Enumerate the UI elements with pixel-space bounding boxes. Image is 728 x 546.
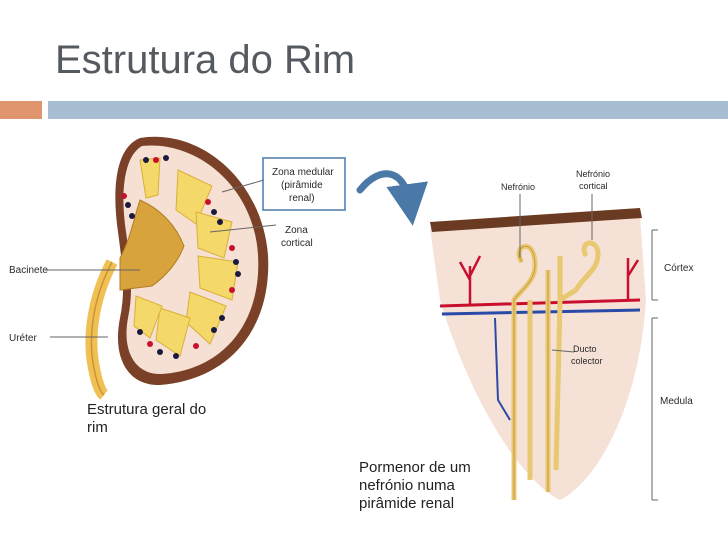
kidney-caption-line2: rim [87, 419, 108, 436]
accent-bar-orange [0, 101, 42, 119]
label-zona-medular-3: renal) [289, 193, 315, 204]
label-nefronio-cortical-1: Nefrónio [576, 169, 610, 179]
label-bacinete: Bacinete [9, 265, 48, 276]
label-ducto-colector-1: Ducto [573, 344, 597, 354]
label-ureter: Uréter [9, 333, 37, 344]
label-ducto-colector-2: colector [571, 356, 603, 366]
label-zona-medular-2: (pirâmide [281, 180, 323, 191]
curved-arrow-icon [356, 170, 428, 226]
medulla-label-box [262, 157, 346, 211]
slide-title: Estrutura do Rim [55, 38, 356, 82]
accent-bar-blue [48, 101, 728, 119]
kidney-illustration [85, 136, 269, 400]
label-nefronio-cortical-2: cortical [579, 181, 608, 191]
kidney-caption: Estrutura geral do rim [87, 401, 206, 437]
label-zona-cortical-2: cortical [281, 238, 313, 249]
kidney-leader-lines [45, 179, 277, 338]
nephron-pyramid-illustration [430, 194, 658, 501]
label-cortex: Córtex [664, 263, 693, 274]
label-zona-medular-1: Zona medular [272, 167, 334, 178]
nephron-caption: Pormenor de um nefrónio numa pirâmide re… [359, 459, 471, 513]
label-medula: Medula [660, 396, 693, 407]
nephron-caption-line1: Pormenor de um [359, 459, 471, 476]
kidney-caption-line1: Estrutura geral do [87, 401, 207, 418]
label-nefronio: Nefrónio [501, 182, 535, 192]
label-zona-cortical-1: Zona [285, 225, 308, 236]
nephron-caption-line3: pirâmide renal [359, 495, 455, 512]
nephron-caption-line2: nefrónio numa [359, 477, 455, 494]
